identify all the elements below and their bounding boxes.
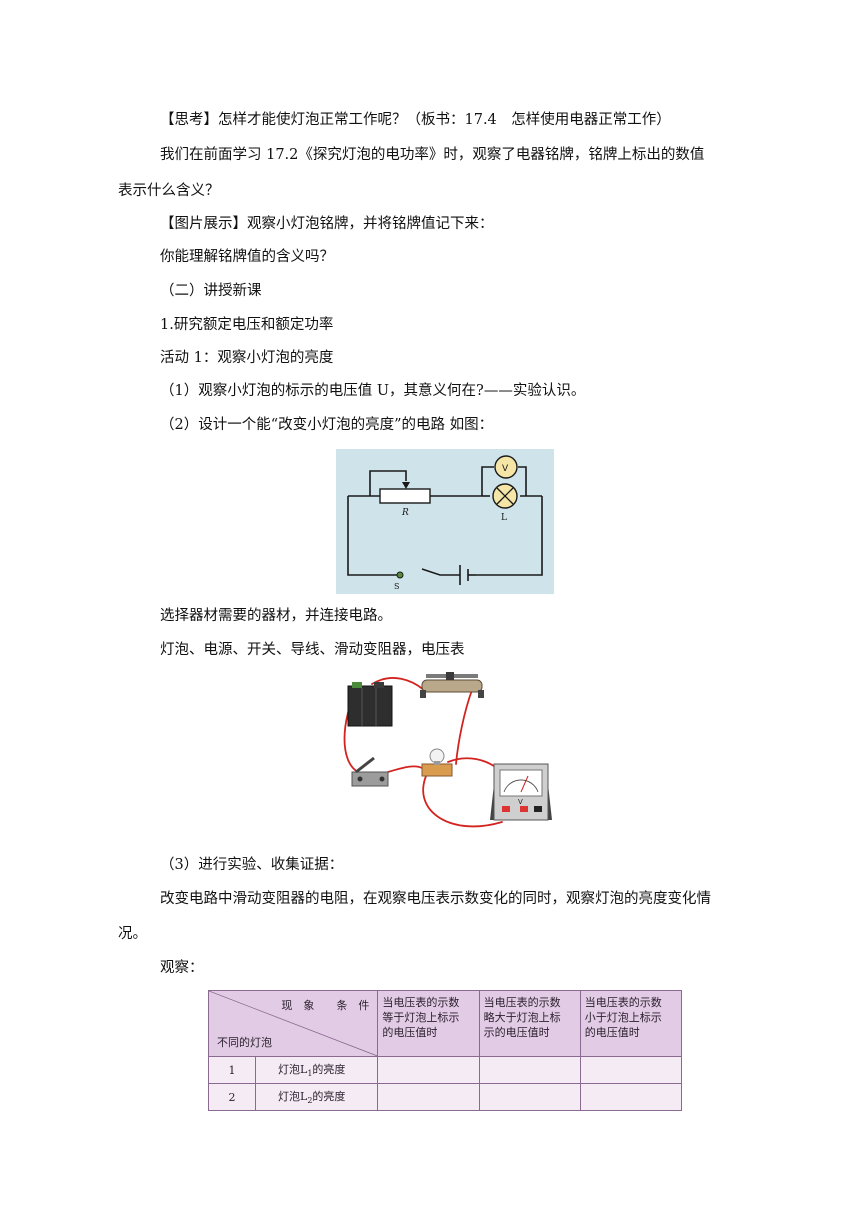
- table-corner-header: 现 象 条 件 不同的灯泡: [207, 990, 379, 1057]
- condition-header-2: 当电压表的示数略大于灯泡上标示的电压值时: [478, 990, 581, 1057]
- corner-top-label: 现 象 条 件: [281, 999, 370, 1012]
- row-label: 灯泡L2的亮度: [254, 1083, 379, 1111]
- table-row: 2 灯泡L2的亮度: [208, 1083, 683, 1111]
- observation-table: 现 象 条 件 不同的灯泡 当电压表的示数等于灯泡上标示的电压值时 当电压表的示…: [207, 990, 683, 1111]
- select-equipment-paragraph: 选择器材需要的器材，并连接电路。: [160, 608, 392, 624]
- row-label: 灯泡L1的亮度: [254, 1056, 379, 1084]
- question-paragraph: 你能理解铭牌值的含义吗？: [160, 249, 334, 265]
- voltmeter-label: V: [502, 464, 509, 474]
- empty-cell: [377, 1083, 480, 1111]
- step-2: （2）设计一个能“改变小灯泡的亮度”的电路 如图：: [160, 417, 494, 433]
- corner-bottom-label: 不同的灯泡: [217, 1036, 272, 1049]
- condition-header-1: 当电压表的示数等于灯泡上标示的电压值时: [377, 990, 480, 1057]
- procedure-line2: 况。: [118, 926, 147, 942]
- recall-paragraph-line2: 表示什么含义？: [118, 183, 220, 199]
- section-heading: （二）讲授新课: [160, 283, 262, 299]
- apparatus-photo: V: [342, 672, 554, 837]
- step-1: （1）观察小灯泡的标示的电压值 U，其意义何在?——实验认识。: [160, 383, 586, 399]
- row-number: 1: [208, 1056, 256, 1084]
- step-3: （3）进行实验、收集证据：: [160, 857, 344, 873]
- empty-cell: [377, 1056, 480, 1084]
- empty-cell: [478, 1056, 581, 1084]
- table-row: 1 灯泡L1的亮度: [208, 1056, 683, 1084]
- empty-cell: [478, 1083, 581, 1111]
- meter-label: V: [518, 798, 523, 806]
- condition-header-3: 当电压表的示数小于灯泡上标示的电压值时: [579, 990, 683, 1057]
- resistor-label: R: [401, 508, 409, 518]
- procedure-line1: 改变电路中滑动变阻器的电阻，在观察电压表示数变化的同时，观察灯泡的亮度变化情: [160, 891, 711, 907]
- circuit-diagram: R L V S: [336, 449, 554, 594]
- empty-cell: [579, 1083, 683, 1111]
- observe-label: 观察：: [160, 960, 204, 976]
- activity-heading: 活动 1：观察小灯泡的亮度: [160, 350, 334, 366]
- subsection-heading: 1.研究额定电压和额定功率: [160, 317, 334, 333]
- picture-display-paragraph: 【图片展示】观察小灯泡铭牌，并将铭牌值记下来：: [160, 216, 494, 232]
- equipment-list: 灯泡、电源、开关、导线、滑动变阻器，电压表: [160, 642, 465, 658]
- row-number: 2: [208, 1083, 256, 1111]
- switch-label: S: [394, 582, 399, 591]
- empty-cell: [579, 1056, 683, 1084]
- lamp-label: L: [501, 513, 507, 523]
- recall-paragraph-line1: 我们在前面学习 17.2《探究灯泡的电功率》时，观察了电器铭牌，铭牌上标出的数值: [160, 147, 705, 163]
- think-paragraph: 【思考】怎样才能使灯泡正常工作呢？（板书：17.4 怎样使用电器正常工作）: [160, 112, 671, 128]
